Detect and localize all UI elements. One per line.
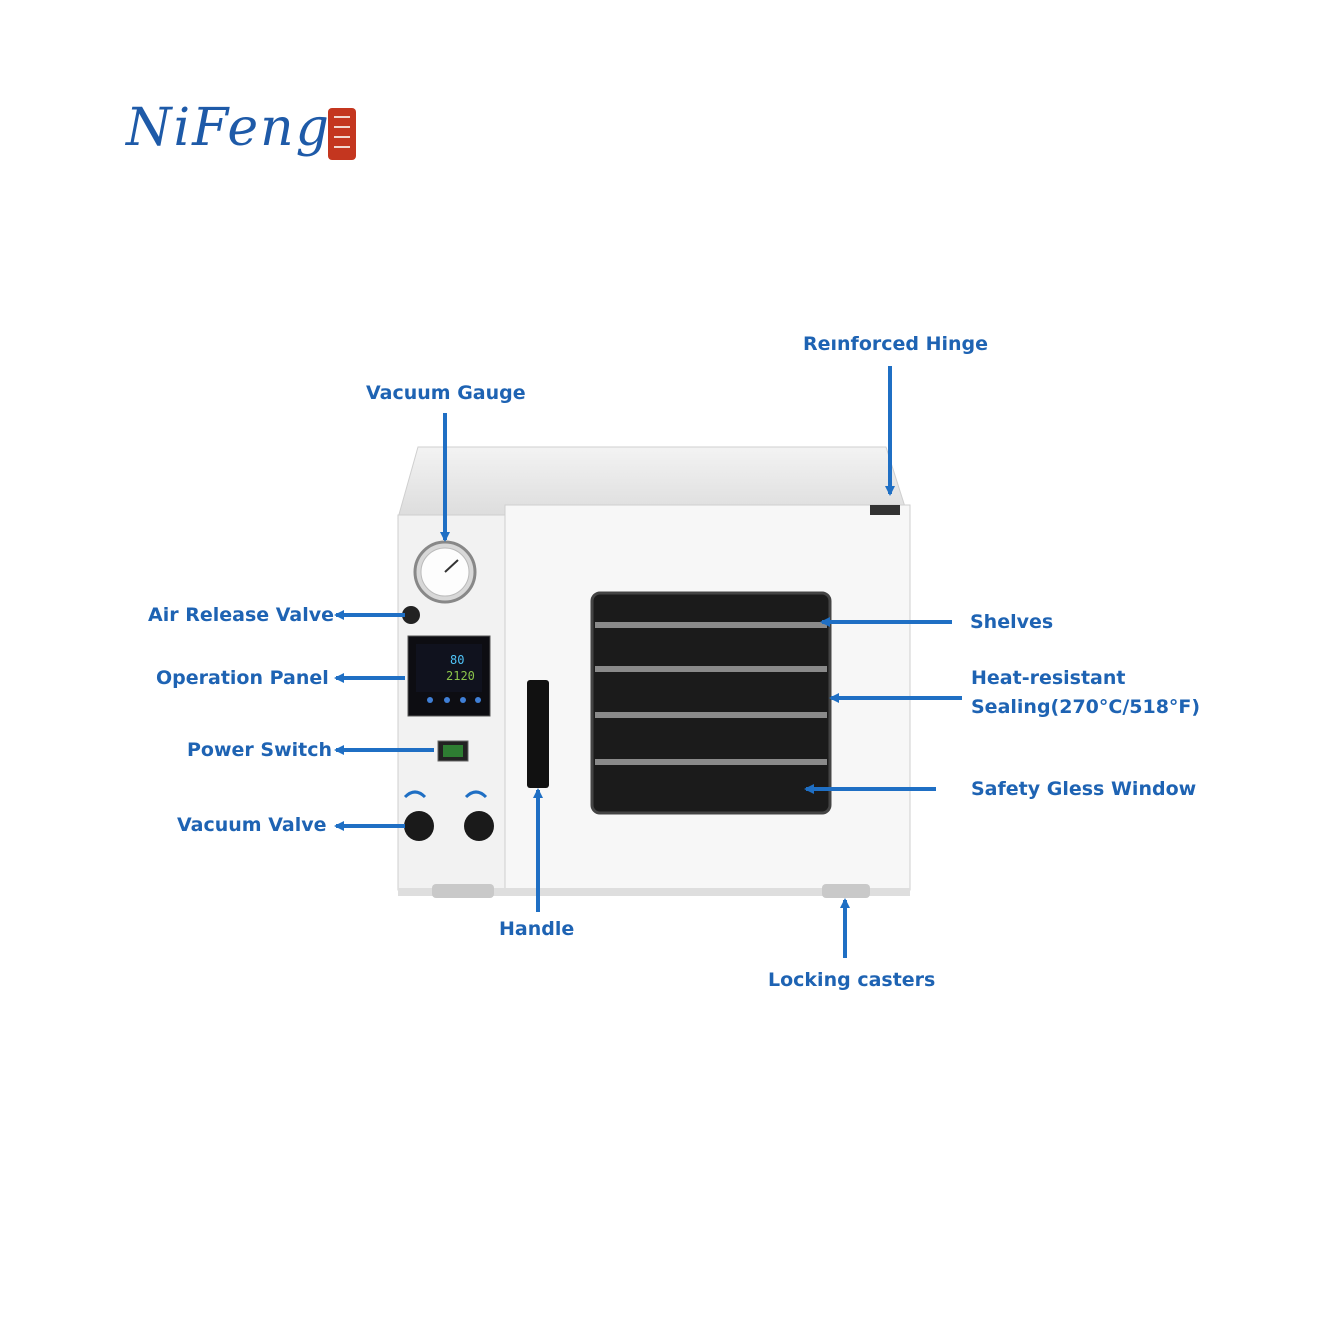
- air-release-knob-icon: [402, 606, 420, 624]
- label-handle: Handle: [499, 918, 575, 940]
- locking-casters: [432, 884, 870, 898]
- panel-readout-1: 80: [450, 653, 464, 667]
- power-switch: [437, 740, 469, 762]
- door-handle: [527, 680, 549, 788]
- hinge: [870, 505, 900, 515]
- shelf: [595, 712, 827, 718]
- safety-glass-window: [590, 591, 832, 815]
- label-power-switch: Power Switch: [187, 739, 333, 761]
- panel-readout-2: 2120: [446, 669, 475, 683]
- label-locking-casters: Locking casters: [768, 969, 936, 991]
- shelf: [595, 759, 827, 765]
- label-heat-resistant-line2: Sealing(270°C/518°F): [971, 696, 1201, 718]
- shelf: [595, 622, 827, 628]
- label-operation-panel: Operation Panel: [156, 667, 329, 689]
- label-reinforced-hinge: Reınforced Hinge: [803, 333, 989, 355]
- vacuum-gauge-icon: [413, 540, 477, 604]
- operation-panel: 80 2120: [407, 635, 491, 717]
- label-heat-resistant-line1: Heat-resistant: [971, 667, 1126, 689]
- vacuum-valve-knobs: [403, 790, 494, 841]
- label-shelves: Shelves: [970, 611, 1054, 633]
- label-vacuum-valve: Vacuum Valve: [177, 814, 327, 836]
- callout-arrows: [334, 366, 962, 958]
- label-vacuum-gauge: Vacuum Gauge: [366, 382, 526, 404]
- brand-seal-icon: [328, 108, 356, 160]
- label-safety-glass-window: Safety Gless Window: [971, 778, 1197, 800]
- label-air-release-valve: Air Release Valve: [148, 604, 335, 626]
- shelf: [595, 666, 827, 672]
- brand-logo-text: NiFeng: [126, 98, 331, 158]
